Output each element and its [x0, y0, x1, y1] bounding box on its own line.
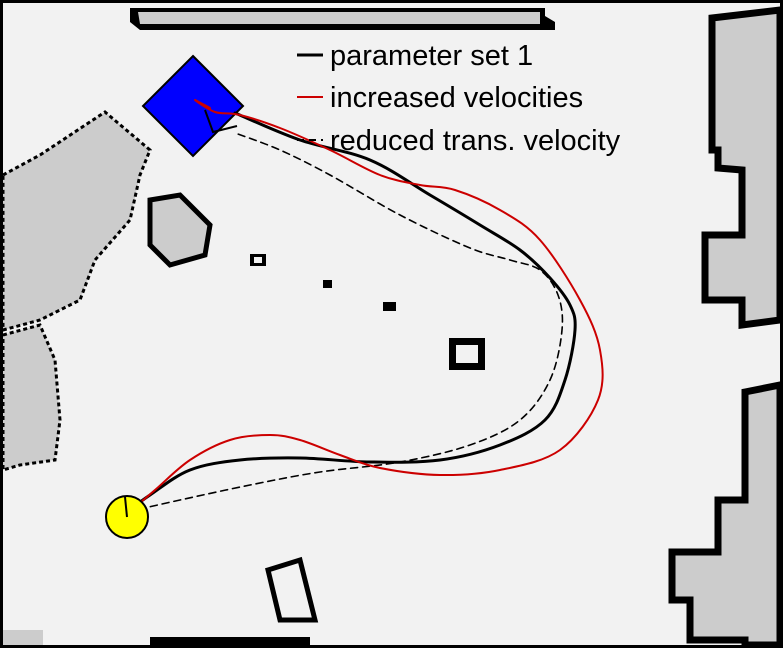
occupancy-map: [1, 6, 783, 648]
map-obstacle-left-box: [147, 192, 213, 268]
goal-pose-heading: [204, 109, 238, 134]
legend-label-1: parameter set 1: [330, 40, 533, 72]
series-line-2: [126, 98, 604, 515]
map-obstacle-bottom: [265, 556, 319, 623]
marker-layer: [105, 109, 238, 539]
map-wall-bottom-1: [3, 630, 43, 645]
series-layer: [125, 98, 604, 515]
legend: parameter set 1 increased velocities red…: [297, 40, 621, 157]
map-wall-bottom-2: [150, 637, 310, 645]
start-pose-heading: [124, 496, 128, 518]
map-obstacle-small-2: [254, 257, 262, 263]
map-obstacle-square-inner: [456, 345, 478, 363]
series-line-3: [126, 132, 564, 513]
map-wall-top-inner: [138, 12, 540, 24]
map-unknown-left-lower: [1, 323, 62, 473]
legend-label-2: increased velocities: [330, 82, 583, 114]
series-line-1: [125, 111, 577, 514]
map-obstacle-small-4: [383, 302, 396, 311]
map-unknown-right-lower: [668, 380, 783, 648]
legend-label-3: reduced trans. velocity: [330, 125, 621, 157]
map-unknown-right-upper: [701, 6, 783, 329]
map-unknown-left-upper: [1, 110, 152, 332]
map-obstacle-small-3: [323, 280, 332, 288]
